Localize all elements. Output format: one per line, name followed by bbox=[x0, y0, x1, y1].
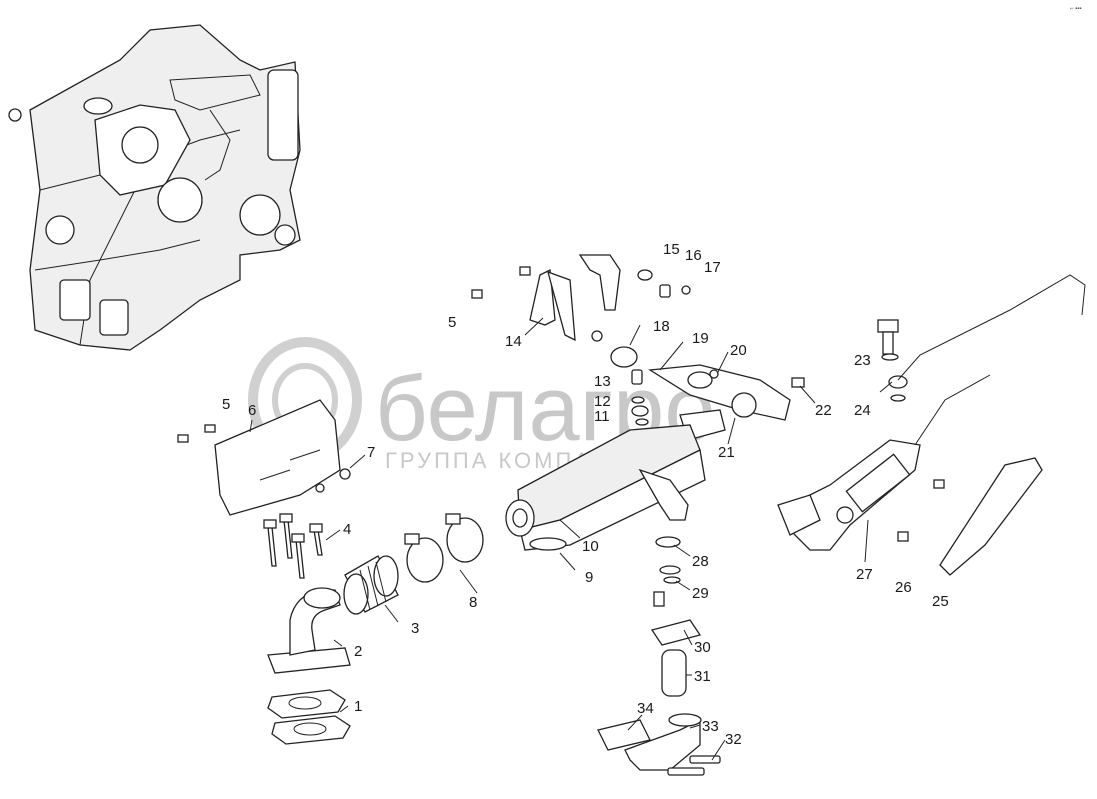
callout-34: 34 bbox=[637, 700, 654, 717]
parts-15-17-fittings bbox=[637, 269, 691, 298]
callout-6: 6 bbox=[248, 402, 256, 419]
corner-mark: ⌐ ▪▪▪ bbox=[1070, 6, 1082, 12]
callout-29: 29 bbox=[692, 585, 709, 602]
parts-11-13-fittings bbox=[631, 369, 649, 426]
part-8-clamps bbox=[404, 513, 484, 583]
callout-10: 10 bbox=[582, 538, 599, 555]
callout-33: 33 bbox=[702, 718, 719, 735]
leader-lines bbox=[249, 317, 893, 761]
callout-31: 31 bbox=[694, 668, 711, 685]
part-1-gaskets bbox=[267, 689, 351, 745]
callout-25: 25 bbox=[932, 593, 949, 610]
parts-23-24-pipe bbox=[877, 274, 1086, 402]
callout-2: 2 bbox=[354, 643, 362, 660]
callout-13: 13 bbox=[594, 373, 611, 390]
parts-28-31-stack bbox=[650, 536, 702, 697]
part-18-o-ring bbox=[610, 346, 638, 368]
callout-5b: 5 bbox=[222, 396, 230, 413]
part-6-heat-shield bbox=[214, 399, 351, 516]
callout-22: 22 bbox=[815, 402, 832, 419]
callout-26: 26 bbox=[895, 579, 912, 596]
part-2-elbow bbox=[267, 587, 351, 674]
callout-7: 7 bbox=[367, 444, 375, 461]
callout-8: 8 bbox=[469, 594, 477, 611]
part-3-bellows bbox=[343, 555, 399, 615]
callout-19: 19 bbox=[692, 330, 709, 347]
callout-23: 23 bbox=[854, 352, 871, 369]
callout-14: 14 bbox=[505, 333, 522, 350]
part-4-bolts bbox=[263, 513, 323, 579]
callout-32: 32 bbox=[725, 731, 742, 748]
callout-3: 3 bbox=[411, 620, 419, 637]
callout-16: 16 bbox=[685, 247, 702, 264]
part-22-bolt bbox=[791, 377, 805, 388]
callout-27: 27 bbox=[856, 566, 873, 583]
part-25-shield bbox=[939, 457, 1043, 576]
callout-20: 20 bbox=[730, 342, 747, 359]
callout-12: 12 bbox=[594, 393, 611, 410]
part-5-bolts bbox=[177, 266, 531, 443]
callout-1: 1 bbox=[354, 698, 362, 715]
parts-32-34-outlet bbox=[597, 713, 721, 776]
part-27-valve bbox=[777, 374, 991, 551]
part-26-bolt bbox=[897, 531, 909, 542]
callout-18: 18 bbox=[653, 318, 670, 335]
callout-11: 11 bbox=[594, 408, 610, 425]
part-14-brackets bbox=[529, 254, 621, 342]
engine-overview bbox=[8, 24, 301, 351]
callout-21: 21 bbox=[718, 444, 735, 461]
callout-9: 9 bbox=[585, 569, 593, 586]
parts-19-21-flanges bbox=[648, 364, 791, 441]
callout-28: 28 bbox=[692, 553, 709, 570]
callout-24: 24 bbox=[854, 402, 871, 419]
callout-15: 15 bbox=[663, 241, 680, 258]
callout-30: 30 bbox=[694, 639, 711, 656]
callout-labels: 1 2 3 4 5 5 6 7 8 9 10 11 12 13 14 15 16… bbox=[222, 241, 949, 748]
callout-4: 4 bbox=[343, 521, 351, 538]
callout-17: 17 bbox=[704, 259, 721, 276]
callout-5a: 5 bbox=[448, 314, 456, 331]
